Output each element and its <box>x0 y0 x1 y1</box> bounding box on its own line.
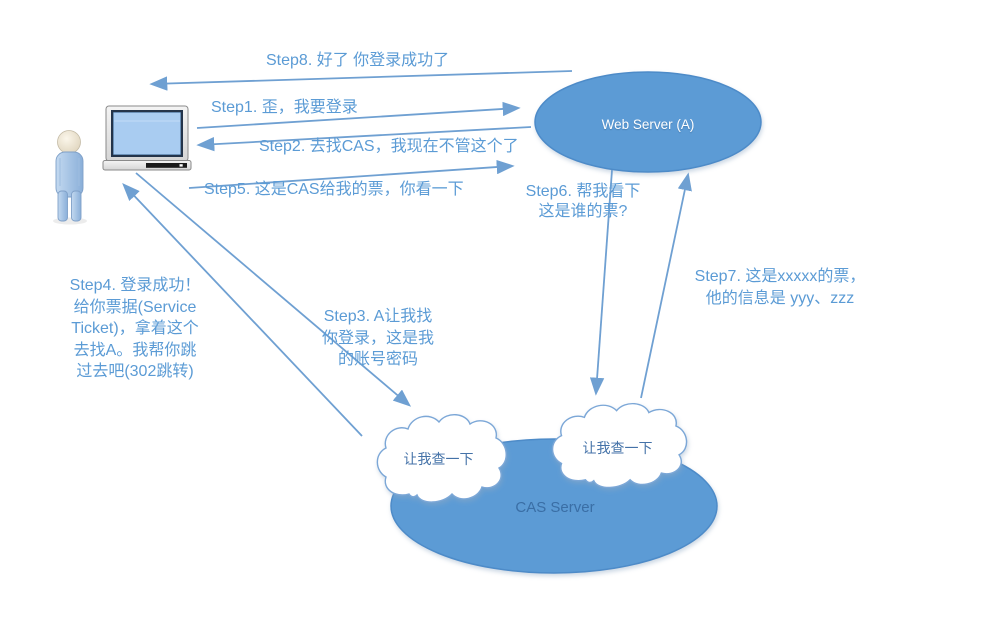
monitor-icon <box>102 105 192 171</box>
label-step4: Step4. 登录成功！ 给你票据(Service Ticket)，拿着这个 去… <box>60 275 210 383</box>
label-line: 去找A。我帮你跳 <box>73 341 197 359</box>
label-step5: Step5. 这是CAS给我的票，你看一下 <box>204 179 464 201</box>
web-server-label: Web Server (A) <box>601 117 695 132</box>
label-step7: Step7. 这是xxxxx的票， 他的信息是 yyy、zzz <box>648 266 912 310</box>
label-line: 给你票据(Service <box>73 298 197 316</box>
label-step3: Step3. A让我找 你登录，这是我 的账号密码 <box>291 306 465 371</box>
label-step1: Step1. 歪，我要登录 <box>211 97 358 119</box>
cloud-right-label: 让我查一下 <box>582 440 653 456</box>
label-step8: Step8. 好了 你登录成功了 <box>266 50 449 72</box>
web-server-node <box>534 71 762 173</box>
cloud-right-shape <box>551 403 688 489</box>
label-step2: Step2. 去找CAS，我现在不管这个了 <box>259 136 519 158</box>
label-line: 过去吧(302跳转) <box>76 363 194 380</box>
label-line: 你登录，这是我 <box>321 329 434 347</box>
label-line: Step8. 好了 你登录成功了 <box>266 52 450 69</box>
label-step6: Step6. 帮我看下 这是谁的票? <box>517 182 649 222</box>
label-line: Step3. A让我找 <box>323 308 433 325</box>
label-line: 他的信息是 yyy、zzz <box>705 290 855 307</box>
arrow-step4 <box>122 183 363 437</box>
arrow-step5 <box>188 159 515 189</box>
person-icon <box>53 130 87 225</box>
arrow-step8 <box>149 70 573 91</box>
label-line: Step5. 这是CAS给我的票，你看一下 <box>204 181 464 198</box>
arrow-step1 <box>196 101 521 129</box>
cloud-left-label: 让我查一下 <box>403 451 474 467</box>
arrow-step7 <box>640 172 692 399</box>
arrow-step3 <box>135 172 412 407</box>
label-line: Ticket)，拿着这个 <box>71 320 199 337</box>
cas-server-label: CAS Server <box>515 499 595 516</box>
label-line: Step7. 这是xxxxx的票， <box>694 268 866 285</box>
arrow-step6 <box>589 169 613 396</box>
label-line: 这是谁的票? <box>538 203 628 220</box>
label-line: Step2. 去找CAS，我现在不管这个了 <box>259 138 519 155</box>
label-line: Step6. 帮我看下 <box>525 183 641 200</box>
label-line: Step1. 歪，我要登录 <box>211 99 358 116</box>
label-line: Step4. 登录成功！ <box>69 277 201 294</box>
label-line: 的账号密码 <box>337 351 418 368</box>
arrow-step2 <box>196 126 532 152</box>
cloud-left-shape <box>376 414 507 503</box>
